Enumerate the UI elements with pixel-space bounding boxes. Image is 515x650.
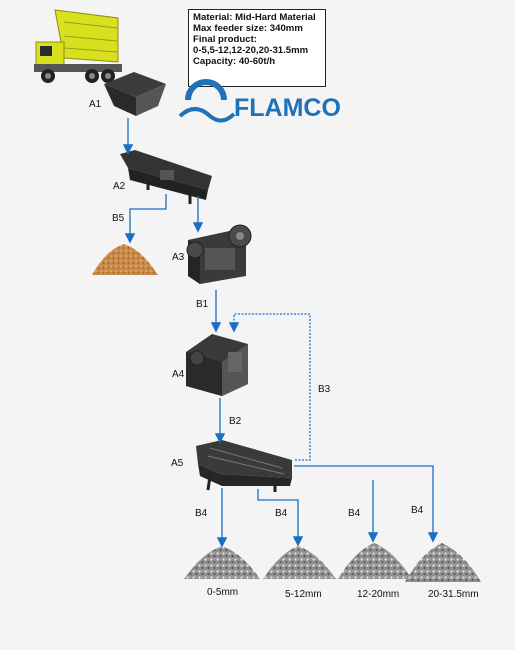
label-a3: A3 — [172, 252, 185, 263]
label-a4: A4 — [172, 369, 185, 380]
gravel-pile-icon-1 — [184, 546, 260, 579]
label-b4-2: B4 — [275, 508, 288, 519]
spec-material: Material: Mid-Hard Material — [193, 12, 316, 23]
spec-final-product-label: Final product: — [193, 34, 257, 45]
vibrating-feeder-icon — [120, 150, 212, 204]
flamco-logo-text: FLAMCO — [234, 94, 341, 122]
hopper-icon — [104, 72, 166, 116]
product-label-3: 12-20mm — [357, 589, 399, 600]
label-b4-1: B4 — [195, 508, 208, 519]
arrow-a5-p2 — [257, 489, 304, 547]
label-a2: A2 — [113, 181, 126, 192]
dump-truck-icon — [34, 9, 122, 83]
jaw-crusher-icon — [186, 224, 252, 284]
label-b5: B5 — [112, 213, 125, 224]
label-b1: B1 — [196, 299, 209, 310]
product-label-2: 5-12mm — [285, 589, 322, 600]
label-b2: B2 — [229, 416, 242, 427]
flamco-logo-icon — [178, 79, 236, 123]
sand-pile-icon — [92, 244, 158, 275]
spec-feeder-size: Max feeder size: 340mm — [193, 23, 303, 34]
label-b4-4: B4 — [411, 505, 424, 516]
spec-final-product-sizes: 0-5,5-12,12-20,20-31.5mm — [193, 45, 309, 56]
gravel-pile-icon-2 — [263, 546, 336, 579]
label-a5: A5 — [171, 458, 184, 469]
impact-crusher-icon — [186, 334, 248, 396]
arrow-a5-p4 — [294, 465, 439, 543]
label-a1: A1 — [89, 99, 102, 110]
arrow-b3-return — [228, 313, 311, 461]
label-b3: B3 — [318, 384, 331, 395]
gravel-pile-icon-3 — [338, 543, 412, 579]
flow-arrows — [122, 118, 439, 548]
gravel-pile-icon-4 — [405, 543, 481, 582]
spec-box: Material: Mid-Hard Material Max feeder s… — [188, 9, 326, 87]
product-label-4: 20-31.5mm — [428, 589, 479, 600]
product-label-1: 0-5mm — [207, 587, 238, 598]
vibrating-screen-icon — [196, 440, 292, 492]
spec-capacity: Capacity: 40-60t/h — [193, 56, 276, 67]
arrow-a2-b5 — [124, 194, 167, 244]
label-b4-3: B4 — [348, 508, 361, 519]
